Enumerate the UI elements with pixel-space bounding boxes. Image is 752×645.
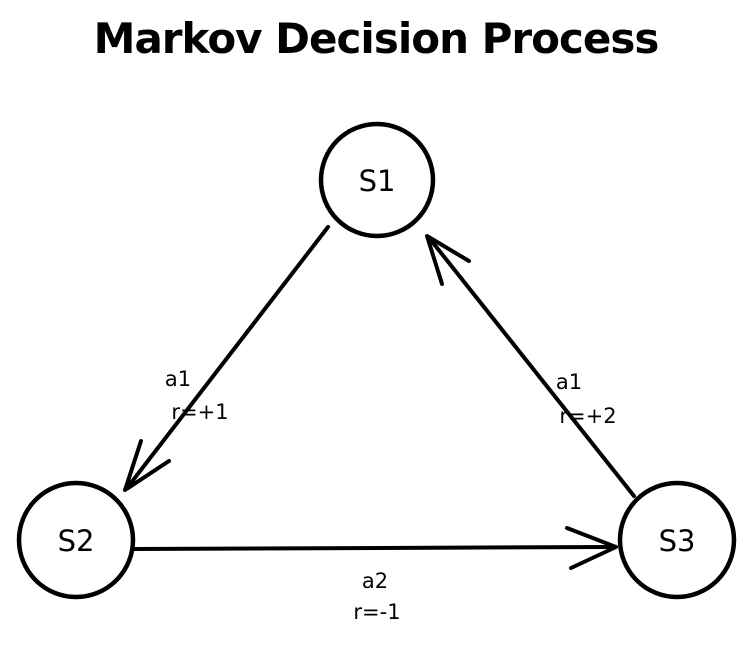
state-label-s1: S1 (359, 164, 396, 198)
state-node-s1 (318, 121, 436, 239)
state-node-s3 (617, 480, 737, 600)
reward-label-s2-s3: r=-1 (353, 600, 400, 624)
transition-line-s1-s2 (125, 225, 330, 490)
action-label-s1-s2: a1 (165, 367, 191, 391)
state-node-s2 (16, 480, 136, 600)
reward-label-s1-s2: r=+1 (171, 400, 228, 424)
action-label-s3-s1: a1 (556, 370, 582, 394)
transition-line-s3-s1 (428, 237, 636, 498)
arrowhead-s3-s1 (425, 234, 471, 286)
action-label-s2-s3: a2 (362, 569, 388, 593)
reward-label-s3-s1: r=+2 (559, 404, 616, 428)
arrowhead-s1-s2 (123, 439, 171, 492)
arrowhead-s2-s3 (565, 526, 618, 570)
transition-line-s2-s3 (132, 545, 612, 551)
diagram-title: Markov Decision Process (93, 14, 660, 63)
state-label-s3: S3 (659, 524, 696, 558)
state-label-s2: S2 (58, 524, 95, 558)
